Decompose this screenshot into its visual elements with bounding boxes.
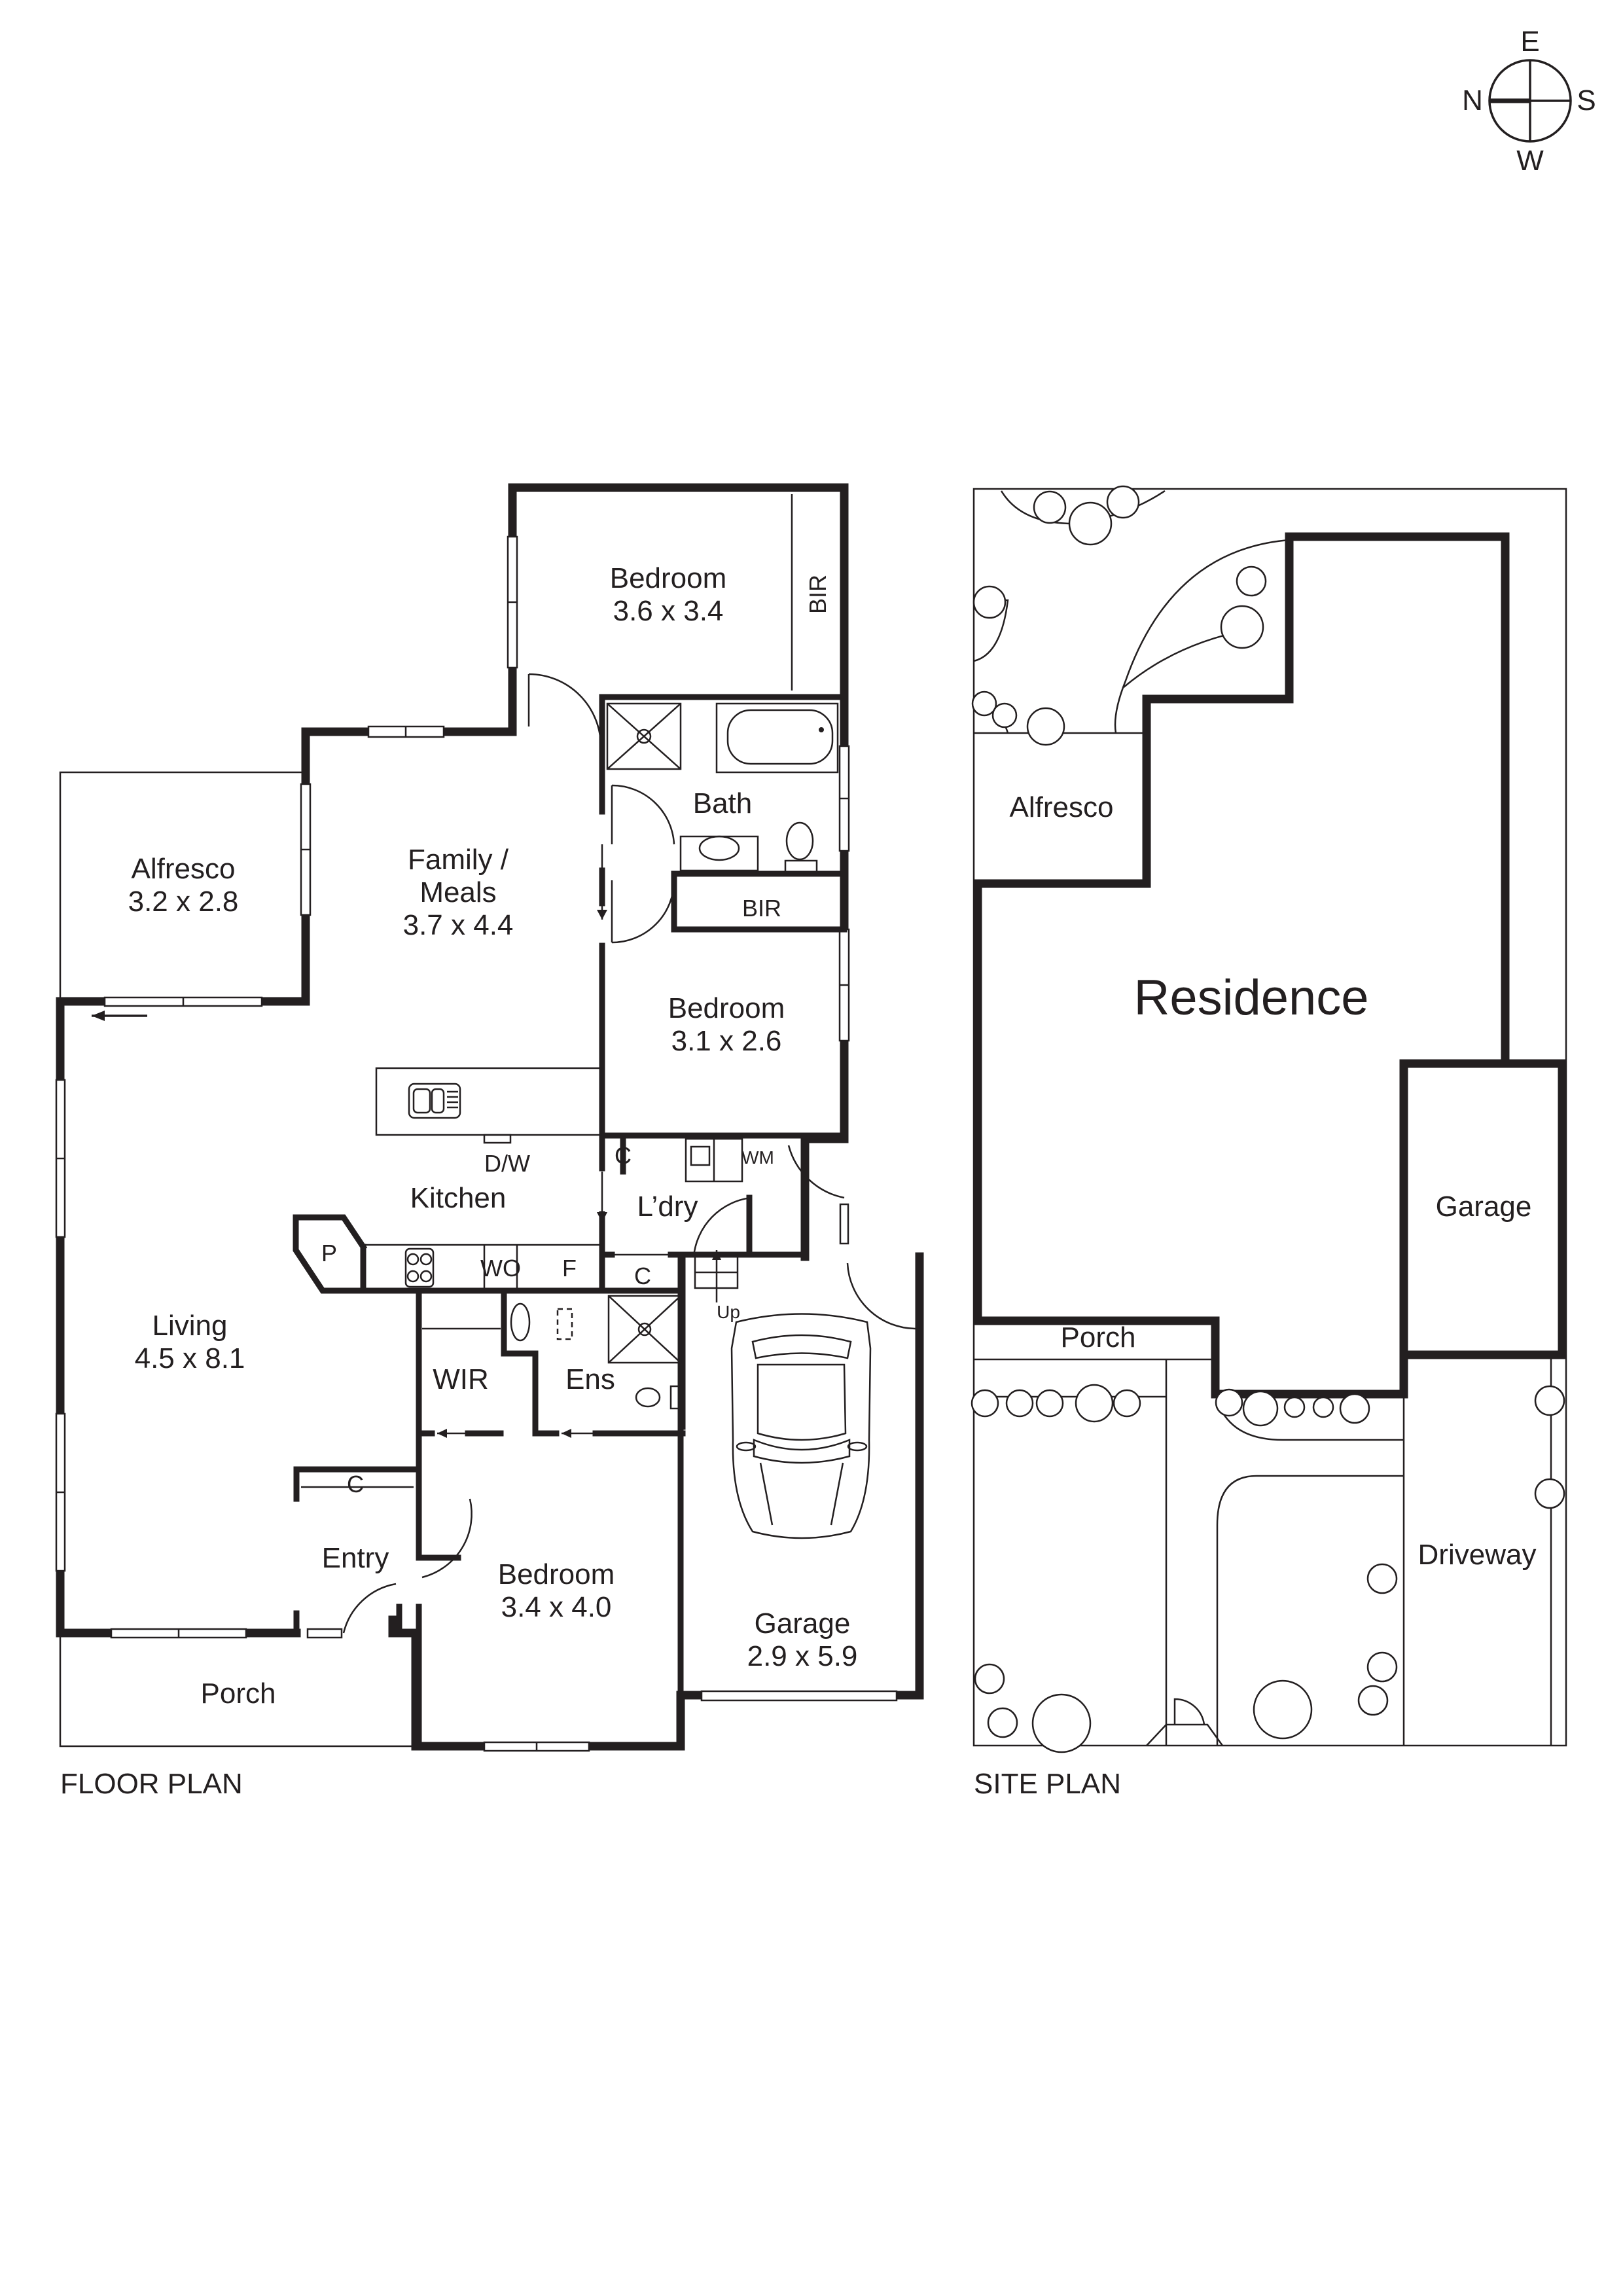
garage-size: 2.9 x 5.9 — [747, 1640, 858, 1672]
porch-outline — [59, 1633, 416, 1748]
cooktop-icon — [404, 1247, 435, 1288]
compass-south-label: S — [1577, 84, 1596, 117]
sink-icon — [408, 1083, 461, 1119]
laundry-trough-icon — [690, 1145, 711, 1166]
ensuite-label: Ens — [565, 1363, 615, 1395]
toilet-icon — [785, 821, 814, 861]
entry-cupboard-label: C — [347, 1471, 364, 1498]
laundry-label: L’dry — [637, 1191, 698, 1223]
site-plan-caption: SITE PLAN — [974, 1768, 1121, 1800]
bathtub-icon — [726, 709, 834, 765]
compass-north-label: N — [1462, 84, 1483, 117]
site-driveway-label: Driveway — [1418, 1539, 1537, 1571]
bedroom-1-size: 3.6 x 3.4 — [613, 595, 724, 627]
laundry-cupboard-label: C — [615, 1142, 632, 1169]
compass-east-label: E — [1520, 26, 1539, 58]
garage-name: Garage — [755, 1607, 851, 1640]
alfresco-outline — [59, 771, 306, 1001]
bedroom-3-size: 3.4 x 4.0 — [501, 1591, 612, 1623]
site-garage-outline — [1399, 1059, 1567, 1359]
kitchen-label: Kitchen — [410, 1182, 507, 1214]
floor-plan: Bedroom 3.6 x 3.4 BIR Bath BIR Bedroom 3… — [55, 483, 924, 1800]
bedroom-3-name: Bedroom — [498, 1558, 615, 1590]
basin-icon — [698, 835, 740, 861]
kitchen-island — [375, 1067, 602, 1136]
site-garage-label: Garage — [1436, 1191, 1532, 1223]
car-icon — [730, 1313, 872, 1539]
room-labels: Bedroom 3.6 x 3.4 BIR Bath BIR Bedroom 3… — [128, 562, 858, 1710]
floor-plan-caption: FLOOR PLAN — [60, 1768, 243, 1800]
fridge-label: F — [562, 1255, 577, 1282]
bedroom-1-name: Bedroom — [610, 562, 727, 594]
bedroom-2-size: 3.1 x 2.6 — [671, 1025, 782, 1057]
dishwasher-label: D/W — [484, 1150, 530, 1177]
site-porch-label: Porch — [1061, 1321, 1136, 1354]
residence-outline — [973, 532, 1510, 1399]
bedroom3-exterior-wall — [388, 1615, 685, 1751]
alfresco-name: Alfresco — [132, 853, 236, 885]
site-plan: Alfresco Residence Garage Porch Driveway… — [971, 485, 1567, 1800]
tree-icons — [971, 485, 1565, 1753]
compass-west-label: W — [1516, 145, 1544, 177]
shower-drain-icon — [636, 728, 652, 744]
garage-right-wall — [892, 1252, 924, 1700]
site-alfresco-label: Alfresco — [1010, 791, 1114, 823]
compass-rose-icon: E N S W — [1462, 26, 1596, 177]
fixtures — [363, 702, 872, 1539]
alfresco-size: 3.2 x 2.8 — [128, 886, 239, 918]
pantry-label: P — [321, 1240, 337, 1266]
dishwasher-outline — [483, 1134, 512, 1144]
linen-cupboard-label: C — [634, 1263, 651, 1289]
family-meals-name-1: Family / — [408, 844, 509, 876]
stairs-up-label: Up — [717, 1302, 740, 1322]
family-meals-size: 3.7 x 4.4 — [403, 909, 514, 941]
bedroom-2-name: Bedroom — [668, 992, 785, 1024]
bath-label: Bath — [693, 787, 753, 819]
doors — [342, 673, 917, 1634]
living-name: Living — [152, 1310, 228, 1342]
wall-oven-label: WO — [480, 1255, 521, 1282]
family-meals-name-2: Meals — [419, 876, 496, 908]
porch-label: Porch — [201, 1677, 276, 1710]
wir-label: WIR — [433, 1363, 489, 1395]
entry-label: Entry — [322, 1542, 389, 1574]
bedroom-2-bir-label: BIR — [742, 895, 781, 922]
ens-toilet-icon — [635, 1387, 661, 1408]
bedroom-1-bir-label: BIR — [804, 575, 831, 614]
washing-machine-label: WM — [741, 1147, 774, 1168]
site-residence-label: Residence — [1133, 970, 1368, 1026]
windows — [55, 535, 898, 1752]
living-size: 4.5 x 8.1 — [135, 1342, 245, 1374]
interior-walls — [293, 694, 847, 1749]
ens-basin-icon — [510, 1302, 531, 1342]
